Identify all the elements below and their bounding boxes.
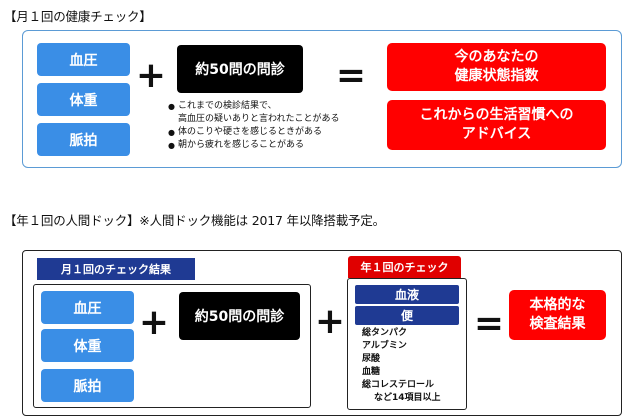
- note-item: 朝から疲れを感じることがある: [168, 139, 368, 152]
- test-blood: 血液: [355, 285, 459, 304]
- test-item: 総コレステロール: [362, 380, 435, 390]
- section1-title: 【月１回の健康チェック】: [4, 9, 152, 24]
- input-pulse: 脈拍: [41, 369, 134, 402]
- yearly-check-frame: [347, 278, 467, 410]
- monthly-results-label: 月１回のチェック結果: [37, 258, 195, 280]
- plus-sign: +: [135, 55, 167, 96]
- questionnaire-examples: これまでの検診結果で、 高血圧の疑いありと言われたことがある 体のこりや硬さを感…: [168, 100, 368, 152]
- monthly-check-frame: [22, 30, 622, 168]
- output-lifestyle-advice: これからの生活習慣への アドバイス: [387, 100, 606, 150]
- section2-title: 【年１回の人間ドック】※人間ドック機能は 2017 年以降搭載予定。: [4, 213, 385, 228]
- test-item: など14項目以上: [374, 393, 441, 403]
- test-stool: 便: [355, 306, 459, 325]
- plus-sign: +: [138, 302, 170, 343]
- input-weight: 体重: [41, 329, 134, 362]
- input-weight: 体重: [37, 83, 130, 116]
- yearly-check-label: 年１回のチェック: [348, 256, 461, 278]
- test-item: 総タンパク: [362, 328, 408, 338]
- input-pulse: 脈拍: [37, 123, 130, 156]
- annual-dock-frame: [22, 250, 622, 416]
- test-items-list: 総タンパク アルブミン 尿酸 血糖 総コレステロール など14項目以上: [362, 327, 462, 405]
- note-item: これまでの検診結果で、 高血圧の疑いありと言われたことがある: [168, 100, 368, 126]
- test-item: 尿酸: [362, 354, 381, 364]
- output-full-results: 本格的な 検査結果: [509, 290, 606, 340]
- equals-sign: =: [473, 303, 505, 344]
- output-health-index: 今のあなたの 健康状態指数: [387, 43, 606, 91]
- monthly-results-frame: [33, 284, 311, 408]
- test-item: 血糖: [362, 367, 381, 377]
- note-item: 体のこりや硬さを感じるときがある: [168, 126, 368, 139]
- equals-sign: =: [335, 55, 367, 96]
- test-item: アルブミン: [362, 341, 407, 351]
- questionnaire-box: 約50問の問診: [177, 45, 303, 93]
- input-blood-pressure: 血圧: [41, 291, 134, 324]
- input-blood-pressure: 血圧: [37, 43, 130, 76]
- plus-sign: +: [314, 301, 346, 342]
- questionnaire-box: 約50問の問診: [179, 292, 300, 340]
